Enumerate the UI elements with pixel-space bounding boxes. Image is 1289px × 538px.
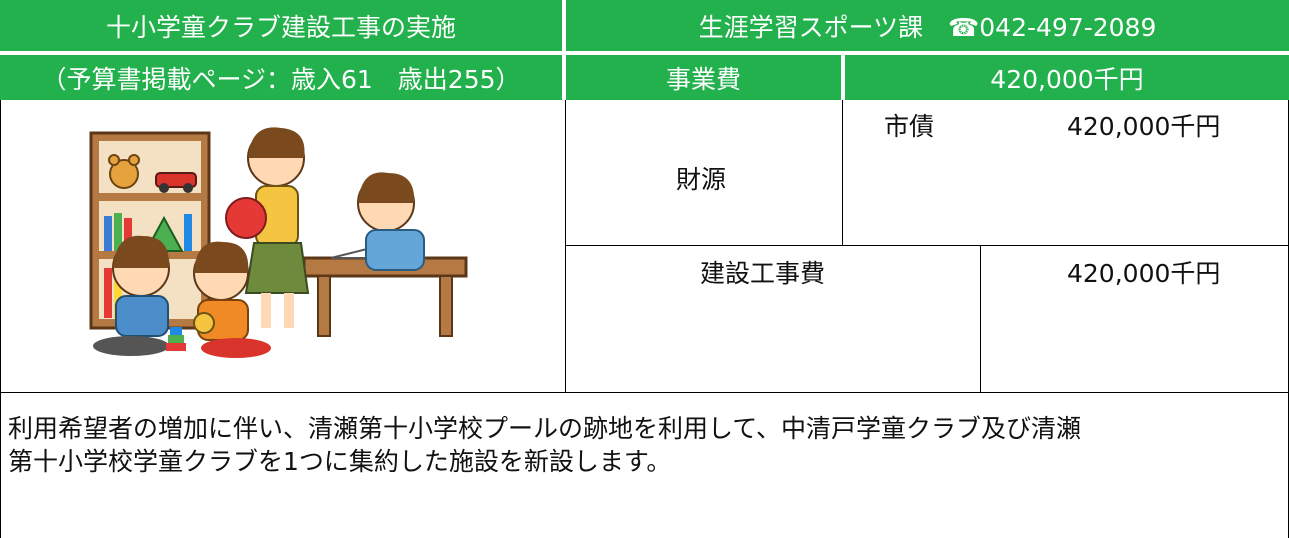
project-description: 利用希望者の増加に伴い、清瀬第十小学校プールの跡地を利用して、中清戸学童クラブ及… [8, 412, 1278, 478]
description-line: 第十小学校学童クラブを1つに集約した施設を新設します。 [8, 447, 672, 476]
project-cost-label: 事業費 [566, 55, 841, 100]
children-illustration [89, 127, 468, 358]
table-border [565, 100, 566, 392]
sitting-children-icon [93, 235, 271, 358]
table-border [565, 245, 1289, 246]
table-border [0, 100, 1, 538]
table-border [842, 100, 843, 245]
table-border [0, 392, 1289, 393]
expense-value: 420,000千円 [1067, 259, 1221, 288]
expense-label: 建設工事費 [700, 259, 826, 288]
department-contact: 生涯学習スポーツ課 ☎042-497-2089 [566, 0, 1289, 51]
boy-writing-icon [357, 172, 425, 271]
table-border [980, 245, 981, 392]
project-title: 十小学童クラブ建設工事の実施 [0, 0, 562, 51]
funding-source-value: 420,000千円 [1067, 112, 1221, 141]
funding-source-label: 市債 [884, 112, 935, 141]
budget-page-reference: （予算書掲載ページ：歳入61 歳出255） [0, 55, 562, 100]
description-line: 利用希望者の増加に伴い、清瀬第十小学校プールの跡地を利用して、中清戸学童クラブ及… [8, 414, 1082, 443]
project-cost-value: 420,000千円 [845, 55, 1289, 100]
funding-label: 財源 [676, 165, 727, 194]
girl-with-ball-icon [225, 127, 310, 328]
